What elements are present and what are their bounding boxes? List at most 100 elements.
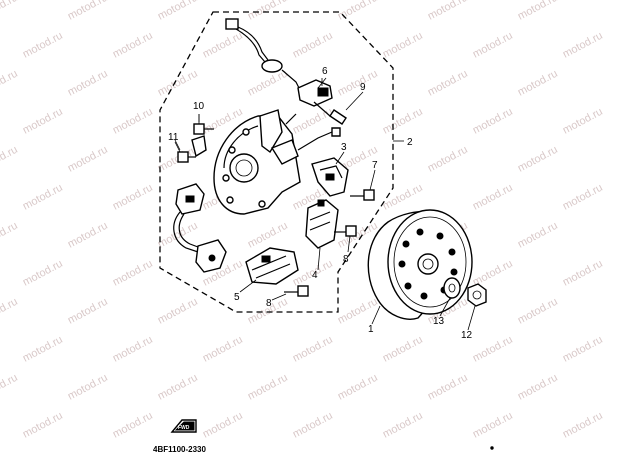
part-8-screw-upper — [334, 225, 357, 237]
callout-5: 5 — [234, 292, 240, 303]
watermark-text: motod.ru — [426, 372, 470, 403]
watermark-text: motod.ru — [201, 410, 245, 441]
watermark-text: motod.ru — [516, 296, 560, 327]
callout-10: 10 — [193, 101, 205, 112]
watermark-text: motod.ru — [21, 182, 65, 213]
watermark-text: motod.ru — [561, 106, 605, 137]
part-8-screw-lower — [284, 285, 309, 297]
watermark-text: motod.ru — [336, 372, 380, 403]
watermark-text: motod.ru — [291, 334, 335, 365]
watermark-text: motod.ru — [0, 372, 20, 403]
watermark-text: motod.ru — [156, 296, 200, 327]
watermark-text: motod.ru — [66, 0, 110, 23]
watermark-text: motod.ru — [156, 220, 200, 251]
watermark-text: motod.ru — [561, 30, 605, 61]
watermark-text: motod.ru — [111, 258, 155, 289]
watermark-text: motod.ru — [381, 30, 425, 61]
watermark-text: motod.ru — [246, 220, 290, 251]
part-5-coil — [245, 247, 299, 285]
part-12-nut — [467, 283, 487, 307]
watermark-text: motod.ru — [156, 68, 200, 99]
watermark-text: motod.ru — [21, 334, 65, 365]
part-3-bracket — [311, 157, 349, 197]
watermark-text: motod.ru — [471, 334, 515, 365]
watermark-text: motod.ru — [111, 410, 155, 441]
watermark-text: motod.ru — [0, 296, 20, 327]
pickup-coil-left — [173, 183, 227, 273]
watermark-text: motod.ru — [246, 68, 290, 99]
watermark-text: motod.ru — [66, 220, 110, 251]
watermark-text: motod.ru — [21, 410, 65, 441]
watermark-text: motod.ru — [246, 372, 290, 403]
callout-6: 6 — [322, 66, 328, 77]
watermark-text: motod.ru — [111, 106, 155, 137]
part-11-screw — [174, 135, 207, 163]
watermark-text: motod.ru — [426, 0, 470, 23]
watermark-text: motod.ru — [291, 30, 335, 61]
watermark-text: motod.ru — [66, 68, 110, 99]
watermark-text: motod.ru — [471, 30, 515, 61]
part-4-coil — [305, 199, 339, 249]
front-direction-arrow: FWD — [170, 419, 197, 433]
watermark-text: motod.ru — [66, 144, 110, 175]
watermark-text: motod.ru — [201, 334, 245, 365]
callout-2: 2 — [407, 137, 413, 148]
watermark-text: motod.ru — [516, 372, 560, 403]
diagram-code: 4BF1100-2330 — [153, 445, 206, 454]
watermark-text: motod.ru — [21, 106, 65, 137]
watermark-text: motod.ru — [0, 68, 20, 99]
watermark-text: motod.ru — [291, 410, 335, 441]
watermark-text: motod.ru — [66, 372, 110, 403]
callout-9: 9 — [360, 82, 366, 93]
watermark-text: motod.ru — [201, 30, 245, 61]
watermark-text: motod.ru — [21, 30, 65, 61]
front-mark-text: FWD — [178, 425, 190, 431]
callout-8-upper: 8 — [343, 254, 349, 265]
watermark-text: motod.ru — [336, 68, 380, 99]
watermark-text: motod.ru — [516, 144, 560, 175]
watermark-text: motod.ru — [381, 410, 425, 441]
watermark-text: motod.ru — [561, 410, 605, 441]
callout-11: 11 — [168, 132, 179, 143]
callout-8-lower: 8 — [266, 298, 272, 309]
part-13-washer — [443, 277, 461, 299]
watermark-text: motod.ru — [66, 296, 110, 327]
watermark-text: motod.ru — [246, 0, 290, 23]
watermark-text: motod.ru — [561, 334, 605, 365]
watermark-text: motod.ru — [516, 220, 560, 251]
stator-base-plate — [213, 109, 301, 215]
callout-13: 13 — [433, 316, 445, 327]
leader-lines — [174, 77, 476, 331]
watermark-text: motod.ru — [516, 0, 560, 23]
assembly-boundary — [159, 11, 394, 313]
callout-12: 12 — [461, 330, 473, 341]
callout-3: 3 — [341, 142, 347, 153]
watermark-text: motod.ru — [0, 220, 20, 251]
watermark-text: motod.ru — [561, 182, 605, 213]
watermark-text: motod.ru — [381, 334, 425, 365]
callout-7: 7 — [372, 160, 378, 171]
watermark-text: motod.ru — [516, 68, 560, 99]
watermark-text: motod.ru — [111, 182, 155, 213]
watermark-text: motod.ru — [471, 106, 515, 137]
watermark-text: motod.ru — [291, 106, 335, 137]
pin-part — [297, 101, 347, 151]
callout-4: 4 — [312, 270, 318, 281]
watermark-text: motod.ru — [156, 0, 200, 23]
dot-mark — [490, 446, 494, 450]
part-1-flywheel — [367, 209, 473, 320]
watermark-text: motod.ru — [156, 372, 200, 403]
watermark-text: motod.ru — [0, 0, 20, 23]
callout-labels: 10 11 6 9 2 3 7 8 4 5 8 1 13 12 — [168, 66, 473, 341]
watermark-text: motod.ru — [381, 106, 425, 137]
watermark-text: motod.ru — [471, 410, 515, 441]
watermark-text: motod.ru — [111, 334, 155, 365]
watermark-text: motod.ru — [0, 144, 20, 175]
watermark-text: motod.ru — [21, 258, 65, 289]
watermark-text: motod.ru — [471, 182, 515, 213]
watermark-text: motod.ru — [426, 144, 470, 175]
watermark-text: motod.ru — [111, 30, 155, 61]
watermark-text: motod.ru — [426, 68, 470, 99]
